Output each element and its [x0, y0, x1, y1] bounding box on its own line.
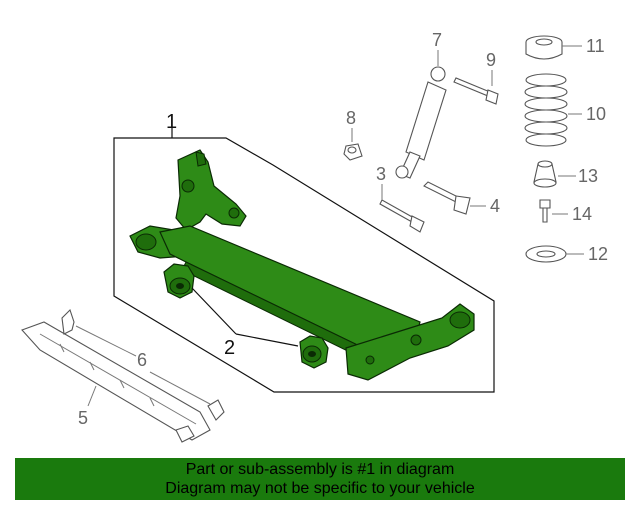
bump-stop[interactable]	[533, 160, 557, 188]
callout-11[interactable]: 11	[586, 36, 605, 56]
callout-7[interactable]: 7	[432, 30, 442, 50]
coil-spring[interactable]	[524, 73, 568, 147]
bolt-14[interactable]	[539, 199, 551, 223]
callout-10[interactable]: 10	[586, 104, 606, 124]
bracket-6-left[interactable]	[61, 308, 75, 335]
spring-seat-upper[interactable]	[525, 35, 563, 60]
nut-8[interactable]	[343, 143, 363, 161]
callout-12[interactable]: 12	[588, 244, 608, 264]
shock-absorber[interactable]	[395, 66, 447, 179]
callout-3[interactable]: 3	[376, 164, 386, 184]
callout-2[interactable]: 2	[224, 337, 235, 359]
bracket-6-right[interactable]	[207, 399, 225, 421]
callout-13[interactable]: 13	[578, 166, 598, 186]
bolt-4[interactable]	[423, 181, 471, 215]
bushing-right[interactable]	[299, 335, 329, 369]
info-banner: Part or sub-assembly is #1 in diagram Di…	[15, 458, 625, 500]
bolt-9[interactable]	[453, 77, 499, 105]
callout-14[interactable]: 14	[572, 204, 592, 224]
banner-line-2: Diagram may not be specific to your vehi…	[165, 480, 475, 497]
assembly-boundary	[113, 137, 495, 393]
callout-8[interactable]: 8	[346, 108, 356, 128]
rear-axle-beam[interactable]	[129, 149, 475, 381]
callout-5[interactable]: 5	[78, 408, 88, 428]
parts-diagram: 1 2 7	[21, 30, 608, 443]
callout-4[interactable]: 4	[490, 196, 500, 216]
callout-1[interactable]: 1	[166, 111, 177, 133]
banner-line-1: Part or sub-assembly is #1 in diagram	[185, 461, 455, 478]
spring-pad-lower[interactable]	[525, 245, 567, 263]
bushing-left[interactable]	[163, 263, 195, 299]
callout-9[interactable]: 9	[486, 50, 496, 70]
callout-6[interactable]: 6	[137, 350, 147, 370]
heat-shield-5[interactable]	[21, 321, 211, 443]
bolt-3[interactable]	[379, 199, 425, 233]
